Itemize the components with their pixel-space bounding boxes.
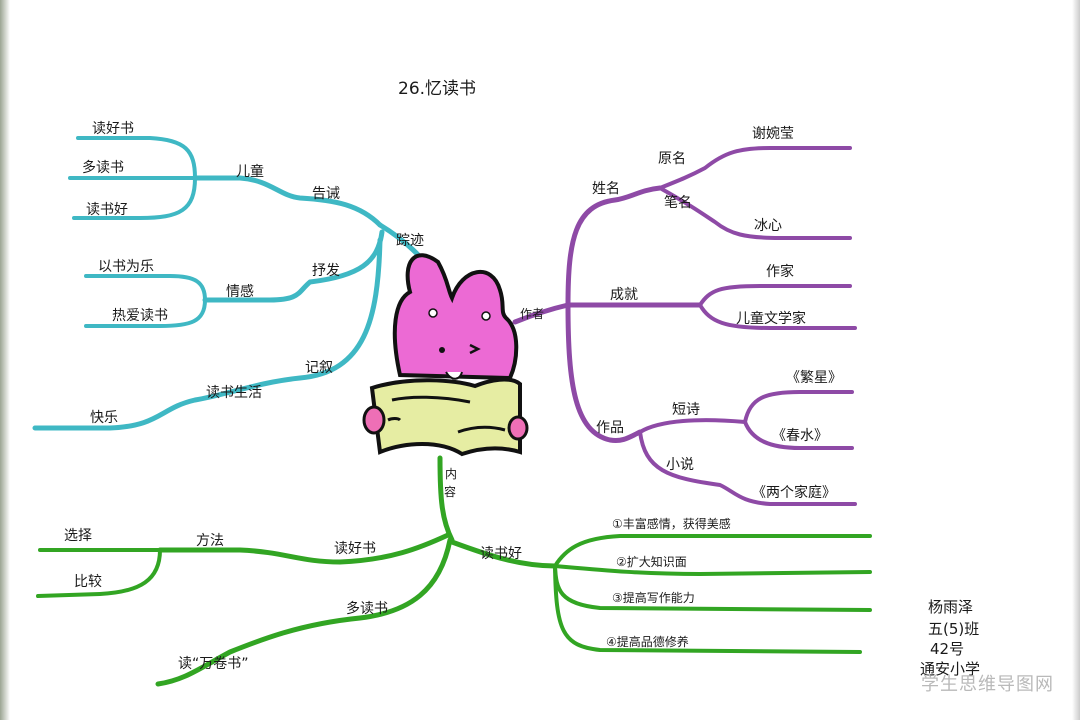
bunny-eye-right	[469, 343, 481, 355]
map-title: 26.忆读书	[398, 79, 476, 99]
paper-edge-right	[1072, 0, 1080, 720]
bunny-book	[369, 377, 522, 457]
book-line	[457, 425, 506, 434]
label-pen-value: 冰心	[754, 218, 782, 234]
label-read-benefit: 读书好	[480, 545, 522, 562]
label-benefit-3: ③提高写作能力	[612, 590, 695, 605]
book-line	[391, 395, 471, 404]
purple-leaf-poetry-1	[743, 390, 854, 424]
green-branch-benefit	[449, 539, 558, 569]
label-track: 踪迹	[396, 233, 424, 249]
green-leaf-benefit-2	[553, 564, 872, 576]
label-benefit-2: ②扩大知识面	[616, 555, 687, 569]
label-emotion: 情感	[226, 283, 254, 300]
green-branch-more	[155, 537, 453, 687]
label-content-2: 容	[444, 484, 456, 499]
bunny-nose-dot	[428, 308, 438, 318]
label-author: 作者	[520, 307, 544, 321]
label-life-leaf: 快乐	[90, 410, 118, 426]
teal-leaf-child-3	[72, 176, 197, 220]
label-achieve-value-2: 儿童文学家	[736, 310, 806, 327]
green-leaf-benefit-4	[553, 564, 862, 654]
label-read-more-value: 读“万卷书”	[178, 655, 249, 672]
label-method: 方法	[196, 533, 224, 549]
label-read-more: 多读书	[346, 600, 388, 617]
teal-branch-warn	[192, 175, 383, 228]
label-novel: 小说	[666, 457, 694, 473]
label-benefit-1: ①丰富感情，获得美感	[612, 516, 731, 531]
label-method-value-2: 比较	[74, 574, 102, 590]
signature-class: 五(5)班	[928, 620, 979, 638]
label-method-value-1: 选择	[64, 528, 92, 544]
green-branch-group	[36, 455, 872, 687]
label-achieve: 成就	[610, 287, 638, 303]
signature-number: 42号	[930, 640, 964, 658]
label-poetry-value-1: 《繁星》	[786, 370, 842, 386]
label-warn: 告诫	[312, 186, 340, 202]
label-child-leaf-2: 多读书	[82, 159, 124, 176]
teal-branch-narrate	[32, 237, 383, 431]
purple-branch-pen	[658, 186, 852, 240]
purple-branch-works	[565, 302, 643, 443]
label-content-1: 内	[445, 467, 457, 481]
signature-block: 杨雨泽 五(5)班 42号 通安小学	[920, 598, 980, 678]
label-works: 作品	[596, 420, 624, 436]
purple-branch-poetry	[638, 418, 747, 434]
watermark: 学生思维导图网	[921, 674, 1054, 695]
center-bunny-illustration	[362, 253, 529, 457]
label-poetry: 短诗	[672, 402, 700, 418]
label-child-leaf-3: 读书好	[86, 201, 128, 218]
green-leaf-benefit-1	[553, 534, 872, 568]
teal-branch-express	[202, 229, 385, 303]
label-achieve-value-1: 作家	[766, 263, 794, 280]
bunny-hand-right	[507, 415, 529, 441]
purple-trunk	[512, 302, 571, 325]
label-original-value: 谢婉莹	[752, 126, 794, 142]
label-original: 原名	[658, 151, 686, 167]
bunny-eye-left	[439, 347, 445, 353]
label-novel-value: 《两个家庭》	[752, 484, 836, 501]
label-poetry-value-2: 《春水》	[772, 428, 828, 444]
label-pen: 笔名	[664, 195, 692, 211]
purple-leaf-poetry-2	[743, 420, 854, 450]
purple-leaf-achieve-2	[698, 303, 857, 330]
teal-leaf-emotion-2	[84, 298, 207, 328]
purple-branch-original	[658, 146, 852, 190]
teal-leaf-emotion-1	[84, 274, 207, 302]
label-child-leaf-1: 读好书	[92, 120, 134, 137]
label-emotion-leaf-1: 以书为乐	[98, 259, 154, 275]
purple-branch-group	[512, 146, 857, 506]
signature-school: 通安小学	[920, 660, 980, 678]
label-benefit-4: ④提高品德修养	[606, 634, 689, 649]
paper-edge-left	[0, 0, 10, 720]
label-name: 姓名	[592, 181, 620, 197]
book-line	[387, 417, 402, 422]
bunny-mouth	[445, 371, 463, 380]
bunny-head	[392, 253, 519, 381]
purple-leaf-achieve-1	[698, 284, 852, 307]
signature-name: 杨雨泽	[928, 598, 973, 616]
bunny-hand-left	[362, 405, 386, 435]
teal-leaf-child-1	[76, 136, 197, 180]
bunny-nose-dot	[481, 311, 491, 321]
label-life: 读书生活	[206, 384, 262, 401]
label-read-good: 读好书	[334, 540, 376, 557]
teal-branch-group	[32, 136, 448, 431]
purple-branch-name	[565, 185, 663, 308]
green-leaf-method-2	[36, 548, 162, 598]
green-branch-good	[157, 532, 451, 565]
label-express: 抒发	[312, 263, 340, 279]
label-emotion-leaf-2: 热爱读书	[112, 307, 168, 324]
label-narrate: 记叙	[305, 359, 333, 376]
purple-branch-novel	[638, 430, 857, 506]
label-child: 儿童	[236, 163, 264, 180]
